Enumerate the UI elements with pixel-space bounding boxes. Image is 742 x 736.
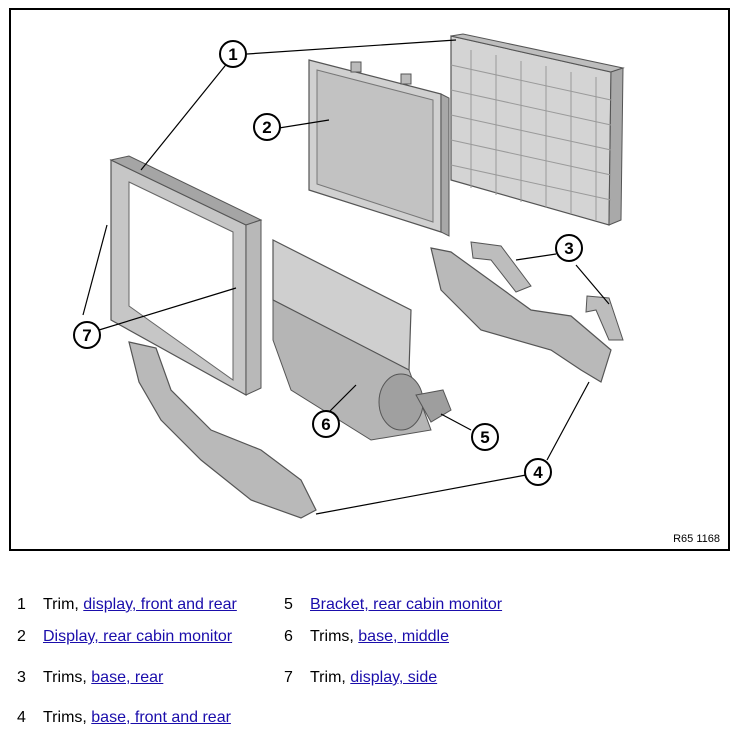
exploded-diagram: 1 2 3 4 5 6 7 R65 1168 [9,8,730,551]
trim-display-side-part [109,155,263,397]
legend-item: 1 Trim, display, front and rear [17,596,237,614]
callout-3: 3 [555,234,583,262]
legend-prefix: Trims, [310,628,359,645]
legend-prefix: Trim, [310,669,351,686]
legend-item: 6 Trims, base, middle [284,628,449,646]
legend-number: 3 [17,669,26,686]
legend-prefix: Trims, [43,709,92,726]
legend-prefix: Trims, [43,669,92,686]
legend-number: 5 [284,596,293,613]
legend-link[interactable]: Display, rear cabin monitor [43,628,233,645]
callout-2: 2 [253,113,281,141]
legend-link[interactable]: Bracket, rear cabin monitor [310,596,503,613]
display-rear-cabin-monitor-part [308,59,450,237]
legend-item: 4 Trims, base, front and rear [17,709,231,727]
legend-item: 7 Trim, display, side [284,669,437,687]
trims-base-middle-part [272,239,432,441]
legend-link[interactable]: base, rear [91,669,164,686]
callout-1: 1 [219,40,247,68]
callout-4: 4 [524,458,552,486]
legend-number: 6 [284,628,293,645]
trims-base-front-rear-part [128,247,612,519]
legend-number: 4 [17,709,26,726]
callout-6: 6 [312,410,340,438]
legend-item: 5 Bracket, rear cabin monitor [284,596,502,614]
trim-display-rear-part [450,33,625,226]
legend-number: 7 [284,669,293,686]
figure-reference: R65 1168 [673,533,720,545]
legend-number: 2 [17,628,26,645]
trims-base-rear-part [470,241,624,341]
legend-number: 1 [17,596,26,613]
leader-lines [82,39,610,515]
legend-item: 2 Display, rear cabin monitor [17,628,232,646]
parts-drawing [82,33,625,519]
callout-5: 5 [471,423,499,451]
legend-link[interactable]: display, side [350,669,438,686]
legend-link[interactable]: base, middle [358,628,449,645]
callout-7: 7 [73,321,101,349]
legend-link[interactable]: base, front and rear [91,709,231,726]
legend-item: 3 Trims, base, rear [17,669,163,687]
legend-link[interactable]: display, front and rear [83,596,237,613]
legend-prefix: Trim, [43,596,84,613]
